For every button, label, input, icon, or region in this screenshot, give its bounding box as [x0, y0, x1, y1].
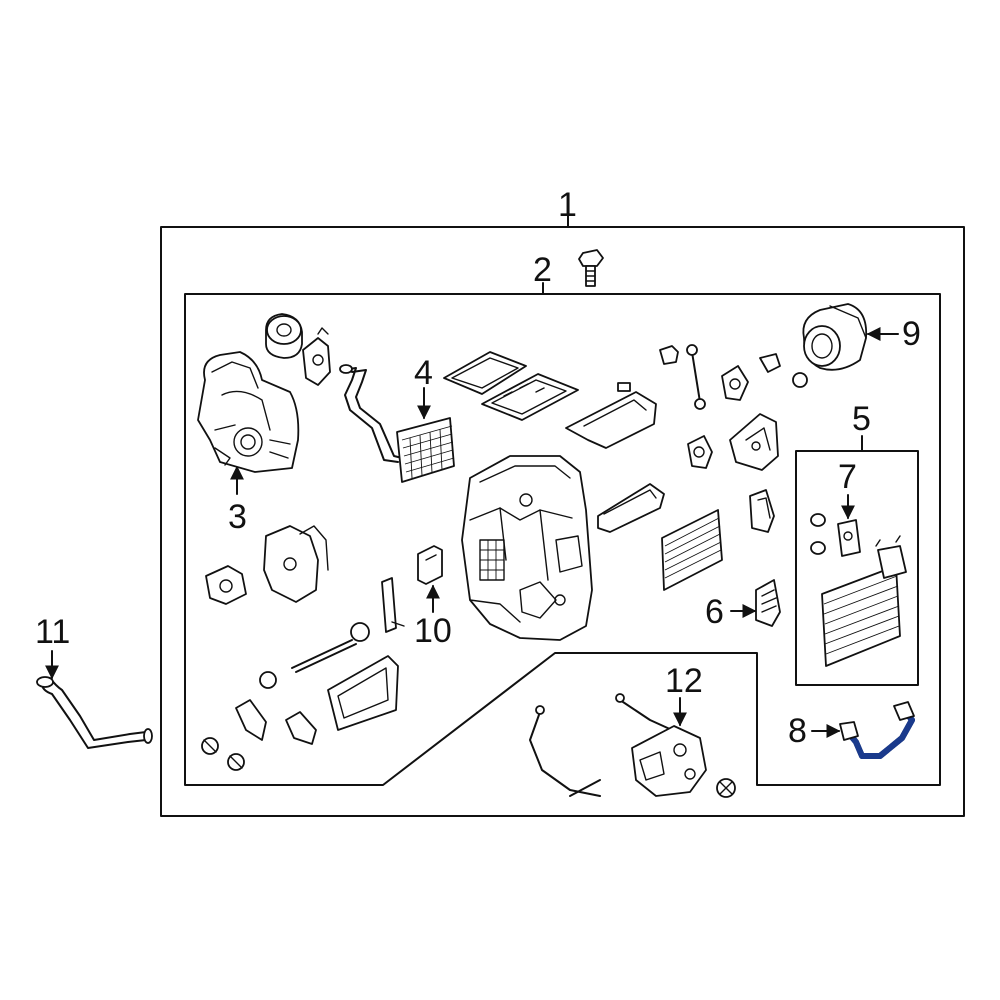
duct-lower [597, 483, 665, 533]
blower-motor-9 [802, 303, 868, 371]
vertical-strip [381, 577, 405, 633]
o-rings [810, 513, 826, 555]
filter-frame-top-left [443, 351, 527, 395]
screws-bottom-left [201, 737, 245, 771]
subassembly-frame-2 [184, 293, 941, 786]
callout-2: 2 [533, 251, 552, 289]
knob-upper-right [759, 353, 808, 388]
callout-3: 3 [228, 498, 247, 536]
cabin-filter [661, 509, 723, 591]
screw-12 [716, 778, 736, 798]
heater-core-4 [339, 364, 455, 483]
temp-actuator [205, 565, 247, 605]
assembly-frame-1 [160, 226, 965, 817]
long-rod [259, 622, 370, 689]
ac-line-8-highlighted [839, 701, 915, 759]
drain-hose-11 [36, 676, 153, 749]
actuator-right [729, 413, 779, 471]
clip-upper [659, 345, 679, 365]
evaporator-frame-5 [795, 450, 919, 686]
bracket-near-6 [749, 489, 775, 533]
callout-9: 9 [902, 315, 921, 353]
callout-10: 10 [414, 612, 452, 650]
cable-actuator-12 [529, 693, 707, 797]
gear-clip [687, 435, 713, 469]
actuator-upper-left [302, 327, 331, 386]
evaporator-core [821, 535, 907, 667]
callout-1: 1 [558, 186, 577, 224]
duct-upper [565, 382, 657, 449]
levers-bottom-left [235, 699, 317, 745]
callout-4: 4 [414, 354, 433, 392]
hvac-case [461, 455, 593, 641]
callout-11: 11 [35, 613, 70, 651]
callout-7: 7 [838, 458, 857, 496]
bolt-top [578, 249, 604, 287]
bracket-10 [417, 545, 443, 585]
link-rod [686, 344, 706, 410]
filter-frame-top-right [481, 373, 579, 421]
mode-actuator [263, 525, 329, 603]
callout-6: 6 [705, 593, 724, 631]
callout-8: 8 [788, 712, 807, 750]
actuator-6 [755, 579, 781, 627]
callout-12: 12 [665, 662, 703, 700]
blower-fan [265, 313, 303, 359]
lever-upper-right [721, 365, 749, 401]
expansion-valve-7 [837, 519, 861, 557]
duct-lower-left [327, 655, 399, 731]
blower-housing-3 [197, 351, 300, 473]
callout-5: 5 [852, 400, 871, 438]
